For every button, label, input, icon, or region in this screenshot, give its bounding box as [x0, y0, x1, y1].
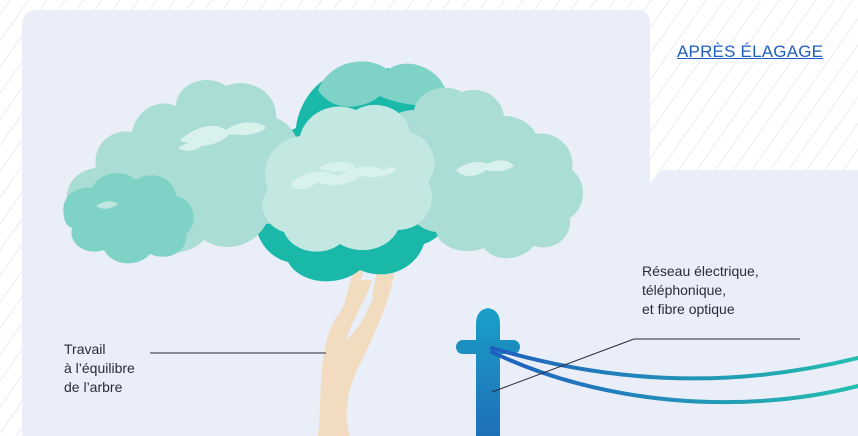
section-title: APRÈS ÉLAGAGE: [677, 42, 823, 62]
tree-label-line-2: à l’équilibre: [64, 359, 135, 378]
network-label: Réseau électrique, téléphonique, et fibr…: [642, 262, 759, 319]
tree-label-line-1: Travail: [64, 340, 135, 359]
network-label-line-1: Réseau électrique,: [642, 262, 759, 281]
tree-label: Travail à l’équilibre de l’arbre: [64, 340, 135, 397]
network-label-line-2: téléphonique,: [642, 281, 759, 300]
network-label-line-3: et fibre optique: [642, 300, 759, 319]
tree-label-line-3: de l’arbre: [64, 378, 135, 397]
